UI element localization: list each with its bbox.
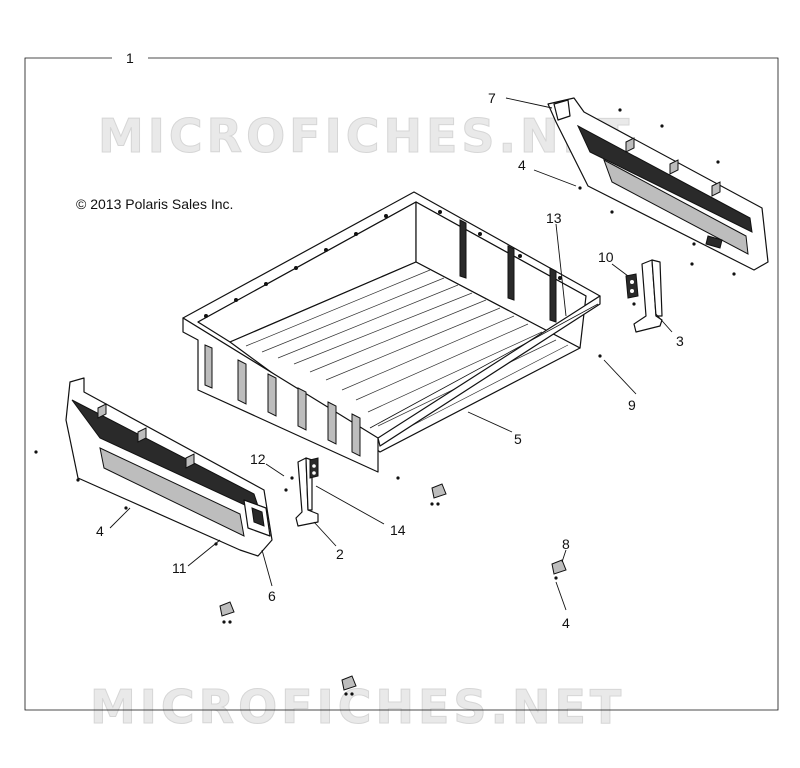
- callouts: 7 4 13 10 3 9 5 12 14 2 4 11 6 8 4: [96, 90, 684, 631]
- latch-left: [309, 457, 319, 479]
- callout-9: 9: [628, 397, 636, 413]
- cargo-box: [182, 191, 601, 473]
- tailgate-panel: [65, 377, 273, 557]
- callout-10: 10: [598, 249, 614, 265]
- callout-4-bottom: 4: [562, 615, 570, 631]
- watermark-bottom: MICROFICHES.NET: [90, 680, 625, 734]
- callout-4-top: 4: [518, 157, 526, 173]
- latch-right: [625, 273, 639, 299]
- frame-label: 1: [126, 50, 134, 66]
- leader-lines: [109, 97, 673, 611]
- watermark-top: MICROFICHES.NET: [98, 109, 633, 163]
- callout-4-left: 4: [96, 523, 104, 539]
- callout-7: 7: [488, 90, 496, 106]
- callout-6: 6: [268, 588, 276, 604]
- bumper-clips: [219, 483, 567, 691]
- callout-14: 14: [390, 522, 406, 538]
- callout-3: 3: [676, 333, 684, 349]
- support-cable: [369, 303, 599, 429]
- callout-12: 12: [250, 451, 266, 467]
- callout-11: 11: [172, 560, 187, 576]
- callout-2: 2: [336, 546, 344, 562]
- callout-8: 8: [562, 536, 570, 552]
- rear-panel: [547, 97, 769, 271]
- callout-13: 13: [546, 210, 562, 226]
- copyright-text: © 2013 Polaris Sales Inc.: [76, 196, 233, 212]
- assembly-frame: [24, 57, 779, 711]
- callout-5: 5: [514, 431, 522, 447]
- hinge-bracket-right: [633, 259, 663, 333]
- fasteners: [34, 108, 736, 696]
